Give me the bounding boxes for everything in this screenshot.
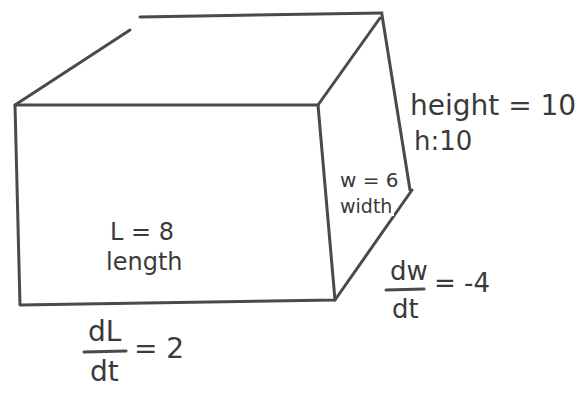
dimension-label: dt	[390, 296, 421, 322]
label-holder: dL	[86, 318, 123, 346]
top-left-edge	[15, 30, 130, 105]
label-holder: width	[338, 197, 394, 217]
label-holder: h:10	[412, 128, 474, 154]
fraction-bar	[386, 289, 424, 290]
label-holder: L = 8	[108, 220, 176, 244]
label-holder: w = 6	[338, 170, 401, 191]
dimension-label: dL	[86, 318, 123, 346]
dimension-label: L = 8	[108, 220, 176, 244]
dimension-label: w = 6	[338, 170, 401, 190]
dimension-label: dw	[388, 258, 430, 284]
dimension-label: length	[104, 250, 185, 274]
top-right-edge	[318, 18, 380, 105]
label-holder: height = 10	[408, 92, 578, 120]
front-face	[15, 105, 335, 305]
fraction-bar	[84, 351, 126, 352]
dimension-label: h:10	[412, 128, 474, 154]
dimension-label: height = 10	[408, 92, 578, 120]
dimension-label: = -4	[432, 270, 492, 296]
dimension-label: width	[338, 197, 394, 216]
top-back-edge	[140, 13, 382, 17]
label-holder: length	[104, 250, 185, 274]
dimension-label: = 2	[132, 335, 186, 363]
label-holder: dw	[388, 258, 430, 284]
back-right-edge	[382, 15, 410, 190]
label-holder: = 2	[132, 335, 186, 363]
dimension-label: dt	[88, 358, 121, 386]
label-holder: dt	[88, 358, 121, 386]
label-holder: dt	[390, 296, 421, 322]
label-holder: = -4	[432, 270, 492, 296]
